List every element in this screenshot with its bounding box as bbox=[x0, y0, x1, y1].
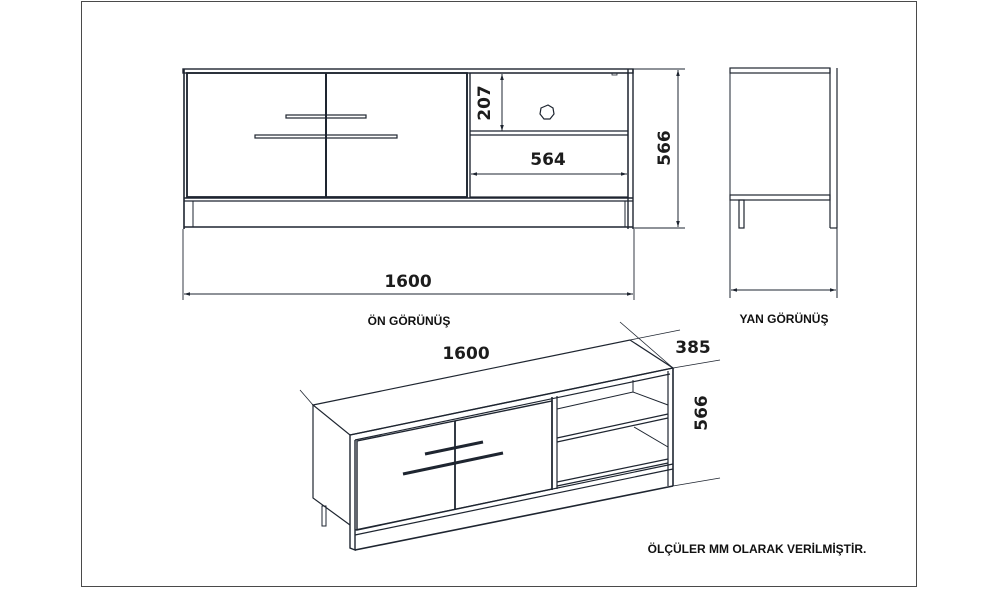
side-view bbox=[729, 67, 838, 298]
dim-front-height: 566 bbox=[655, 130, 675, 166]
drawing-frame bbox=[81, 1, 917, 587]
side-view-caption: YAN GÖRÜNÜŞ bbox=[740, 311, 829, 326]
dim-front-width: 1600 bbox=[384, 272, 431, 292]
isometric-view bbox=[299, 321, 721, 552]
units-note: ÖLÇÜLER MM OLARAK VERİLMİŞTİR. bbox=[648, 541, 867, 556]
cable-hole bbox=[539, 104, 555, 120]
dim-iso-height: 566 bbox=[692, 395, 712, 431]
dim-iso-width: 1600 bbox=[442, 344, 489, 364]
dim-shelf-height: 207 bbox=[475, 85, 495, 121]
dim-shelf-width: 564 bbox=[530, 150, 566, 170]
front-view-caption: ÖN GÖRÜNÜŞ bbox=[368, 313, 451, 328]
dim-iso-depth: 385 bbox=[675, 338, 711, 358]
front-view bbox=[182, 68, 685, 300]
handle-top bbox=[285, 114, 367, 119]
handle-bottom bbox=[254, 134, 398, 139]
